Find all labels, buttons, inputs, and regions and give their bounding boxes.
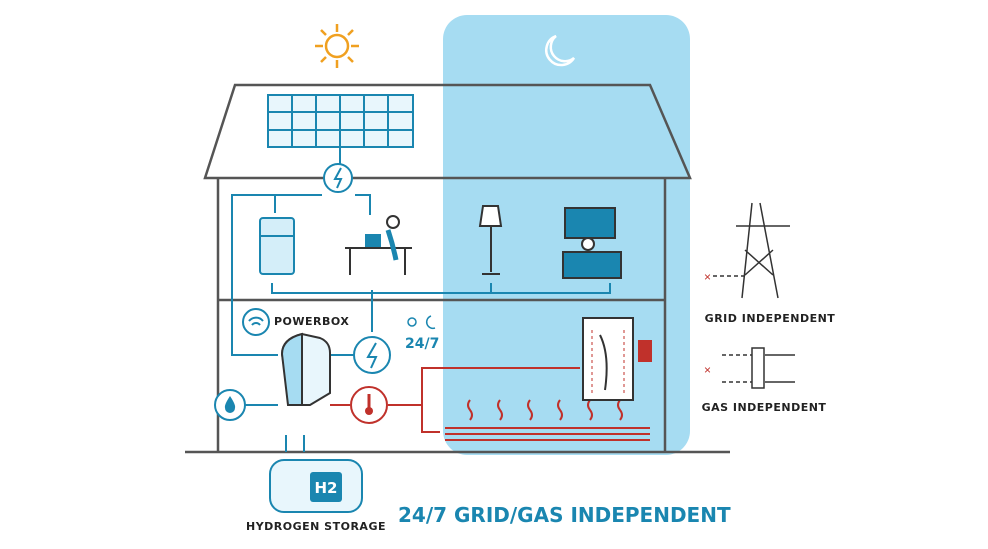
headline: 24/7 GRID/GAS INDEPENDENT [398, 503, 731, 527]
floor-lamp-icon [478, 205, 503, 275]
gas-pipe-icon [722, 347, 795, 389]
solar-panel-icon [267, 94, 414, 148]
power-output-icon [353, 336, 391, 374]
grid-independent-label: GRID INDEPENDENT [705, 312, 836, 325]
gas-independent-label: GAS INDEPENDENT [702, 401, 827, 414]
fridge-icon [259, 217, 295, 275]
day-night-icon [407, 315, 436, 330]
powerbox-device [280, 332, 331, 406]
electricity-icon [323, 163, 353, 193]
h2-label: H2 [315, 479, 338, 497]
hydrogen-tank-icon: H2 [269, 459, 363, 513]
water-drop-icon [214, 389, 246, 421]
thermometer-icon [350, 386, 388, 424]
shower-icon [582, 317, 652, 401]
underfloor-heating-icon [445, 399, 650, 441]
tv-and-sofa-icon [562, 207, 622, 279]
hydrogen-storage-label: HYDROGEN STORAGE [246, 520, 386, 533]
always-on-label: 24/7 [405, 336, 439, 352]
person-at-desk-icon [345, 215, 412, 275]
sun-icon [315, 24, 359, 68]
grid-cut-x-icon: × [704, 270, 711, 284]
powerbox-label: POWERBOX [274, 315, 349, 328]
wifi-icon [242, 308, 270, 336]
gas-cut-x-icon: × [704, 363, 711, 377]
moon-icon [545, 34, 576, 67]
power-pylon-icon [713, 202, 790, 299]
